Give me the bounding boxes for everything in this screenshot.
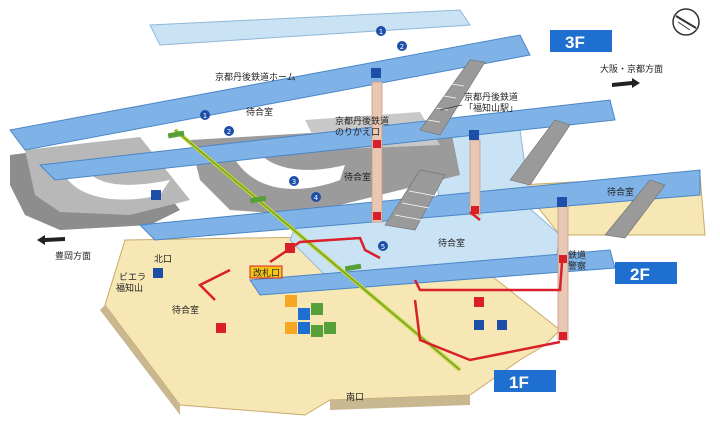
label-north-exit: 北口	[154, 254, 172, 265]
svg-text:2: 2	[400, 43, 404, 51]
label-ktr-station: 京都丹後鉄道「福知山駅」	[464, 91, 518, 114]
svg-text:5: 5	[381, 243, 385, 251]
service-icons	[151, 68, 567, 337]
platform-3f-1	[9, 34, 531, 151]
arrow-left-icon	[37, 235, 65, 245]
label-waiting-room-right: 待合室	[607, 186, 634, 198]
compass-icon	[672, 8, 700, 36]
svg-text:2: 2	[227, 128, 231, 136]
label-transfer-gate: 京都丹後鉄道のりかえ口	[335, 115, 389, 138]
floor-badge-1f: 1F	[494, 370, 556, 392]
svg-text:3: 3	[292, 178, 296, 186]
label-platform-name: 京都丹後鉄道ホーム	[215, 71, 296, 83]
label-osaka-kyoto: 大阪・京都方面	[600, 63, 663, 75]
platform-2-strip	[38, 99, 616, 181]
label-waiting-room-1f: 待合室	[172, 304, 199, 316]
svg-text:3F: 3F	[565, 33, 585, 52]
label-waiting-room-2f: 待合室	[344, 171, 371, 183]
arrow-right-icon	[612, 78, 640, 88]
label-waiting-room-2f-b: 待合室	[438, 237, 465, 249]
svg-text:1: 1	[379, 28, 383, 36]
label-ticket-gate: 改札口	[253, 267, 280, 279]
platform-numbers: 1 2 1 2 3 4 5	[200, 26, 407, 251]
label-waiting-room-3f: 待合室	[246, 106, 273, 118]
label-police: 鉄道警察	[568, 249, 586, 272]
floor-badge-3f: 3F	[550, 30, 612, 52]
label-viera: ビエラ福知山	[116, 272, 146, 294]
svg-text:4: 4	[314, 194, 319, 202]
svg-text:1: 1	[203, 112, 207, 120]
floor-badge-2f: 2F	[615, 262, 677, 284]
ticket-gate-badge	[249, 265, 283, 279]
label-south-exit: 南口	[346, 391, 364, 403]
svg-text:1F: 1F	[509, 373, 529, 392]
label-toyooka: 豊岡方面	[55, 250, 91, 262]
platform-3f-top	[149, 9, 471, 46]
svg-text:2F: 2F	[630, 265, 650, 284]
